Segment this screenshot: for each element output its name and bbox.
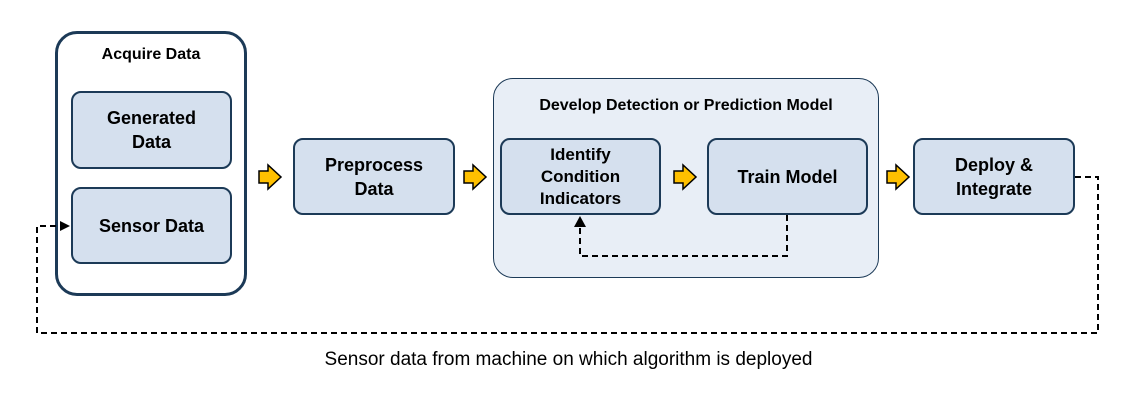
- sensor-arrowhead-right: [60, 221, 70, 231]
- identify-condition-indicators-box: Identify Condition Indicators: [500, 138, 661, 215]
- flow-arrow-identify-to-train: [673, 163, 698, 191]
- flow-arrow-model-to-deploy: [886, 163, 911, 191]
- loop-caption: Sensor data from machine on which algori…: [324, 349, 813, 370]
- generated-data-box: Generated Data: [71, 91, 232, 169]
- model-group-title: Develop Detection or Prediction Model: [539, 97, 833, 114]
- acquire-data-title: Acquire Data: [101, 46, 201, 63]
- deploy-integrate-box: Deploy & Integrate: [913, 138, 1075, 215]
- sensor-data-box: Sensor Data: [71, 187, 232, 264]
- flow-arrow-acquire-to-preprocess: [258, 163, 283, 191]
- preprocess-data-box: Preprocess Data: [293, 138, 455, 215]
- train-model-box: Train Model: [707, 138, 868, 215]
- train-feedback-loop: [574, 215, 788, 257]
- feedback-arrowhead-up: [574, 216, 586, 227]
- flow-arrow-preprocess-to-model: [463, 163, 488, 191]
- deployment-feedback-loop: [36, 176, 1099, 334]
